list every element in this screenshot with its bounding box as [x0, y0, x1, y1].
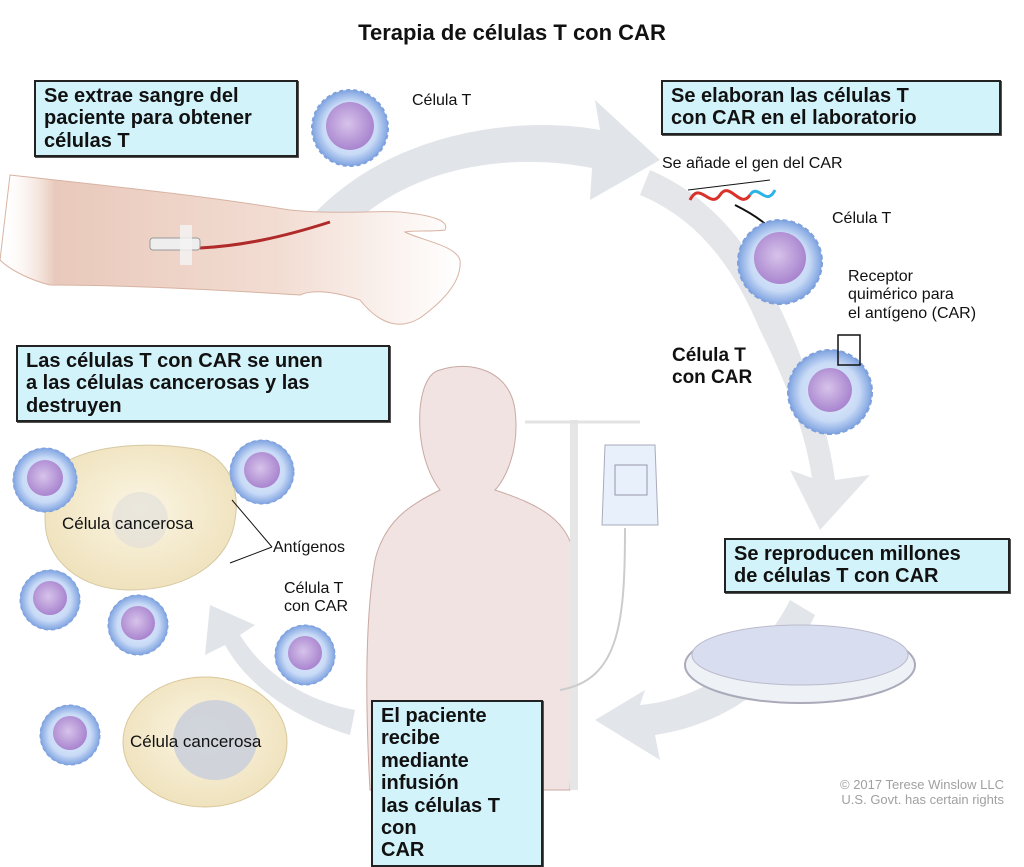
illustration — [0, 89, 916, 808]
label-receptor: Receptor quimérico para el antígeno (CAR… — [848, 268, 976, 323]
step-extract-line: paciente para obtener — [44, 107, 252, 130]
flow-arrow-3 — [595, 600, 815, 760]
step-extract-box: Se extrae sangre del paciente para obten… — [34, 80, 298, 158]
step-extract-line: células T — [44, 129, 130, 152]
flow-arrow-2 — [640, 170, 870, 530]
iv-pole — [525, 420, 640, 790]
step-attack-box: Las células T con CAR se unen a las célu… — [16, 345, 390, 423]
step-grow-box: Se reproducen millones de células T con … — [724, 538, 1010, 593]
step-extract-line: Se extrae sangre del — [44, 85, 239, 107]
label-gene-added: Se añade el gen del CAR — [662, 155, 843, 172]
step-lab-line: Se elaboran las células T — [671, 85, 909, 107]
label-receptor-line: quimérico para — [848, 286, 954, 304]
step-grow-line: Se reproducen millones — [734, 543, 961, 565]
copyright: © 2017 Terese Winslow LLC U.S. Govt. has… — [840, 777, 1004, 808]
label-t-cell-lab: Célula T — [832, 210, 892, 227]
copyright-line: © 2017 Terese Winslow LLC — [840, 777, 1004, 792]
step-infuse-line: mediante infusión — [381, 749, 469, 795]
step-attack-line: destruyen — [26, 394, 122, 417]
iv-bag — [559, 444, 659, 691]
label-car-t-bold: Célula T con CAR — [672, 345, 752, 389]
step-infuse-line: El paciente recibe — [381, 705, 487, 750]
label-car-t-bold-line: Célula T — [672, 345, 746, 366]
step-attack-line: Las células T con CAR se unen — [26, 350, 323, 372]
label-receptor-line: el antígeno (CAR) — [848, 304, 977, 322]
label-receptor-line: Receptor — [848, 268, 913, 285]
patient-arm — [0, 174, 461, 325]
car-t-cells-attacking — [12, 439, 336, 766]
label-t-cell-top: Célula T — [412, 92, 472, 109]
step-lab-line: con CAR en el laboratorio — [671, 107, 917, 130]
label-cancer-cell-2: Célula cancerosa — [130, 732, 262, 751]
cancer-cell-destroyed — [44, 444, 237, 591]
petri-dish — [684, 624, 916, 704]
copyright-line: U.S. Govt. has certain rights — [841, 791, 1004, 807]
flow-arrow-1 — [300, 100, 660, 250]
antigen-pointers — [229, 499, 273, 564]
t-cell-top — [311, 89, 389, 167]
t-cell-lab — [737, 219, 823, 305]
flow-arrow-4 — [205, 605, 355, 735]
label-antigens: Antígenos — [273, 539, 346, 556]
label-car-t-small: Célula T con CAR — [284, 580, 348, 617]
label-car-t-small-line: Célula T — [284, 580, 344, 597]
label-car-t-small-line: con CAR — [284, 598, 349, 616]
cancer-cell-intact — [122, 676, 288, 808]
label-car-t-bold-line: con CAR — [672, 366, 753, 388]
step-infuse-line: las células T con — [381, 794, 500, 839]
step-attack-line: a las células cancerosas y las — [26, 372, 310, 395]
step-grow-line: de células T con CAR — [734, 565, 939, 588]
car-t-cell — [787, 334, 873, 435]
step-infuse-line: CAR — [381, 839, 425, 862]
label-cancer-cell-1: Célula cancerosa — [62, 514, 194, 533]
step-lab-box: Se elaboran las células T con CAR en el … — [661, 80, 1001, 135]
step-infuse-box: El paciente recibe mediante infusión las… — [371, 700, 543, 867]
diagram-title: Terapia de células T con CAR — [358, 20, 666, 45]
